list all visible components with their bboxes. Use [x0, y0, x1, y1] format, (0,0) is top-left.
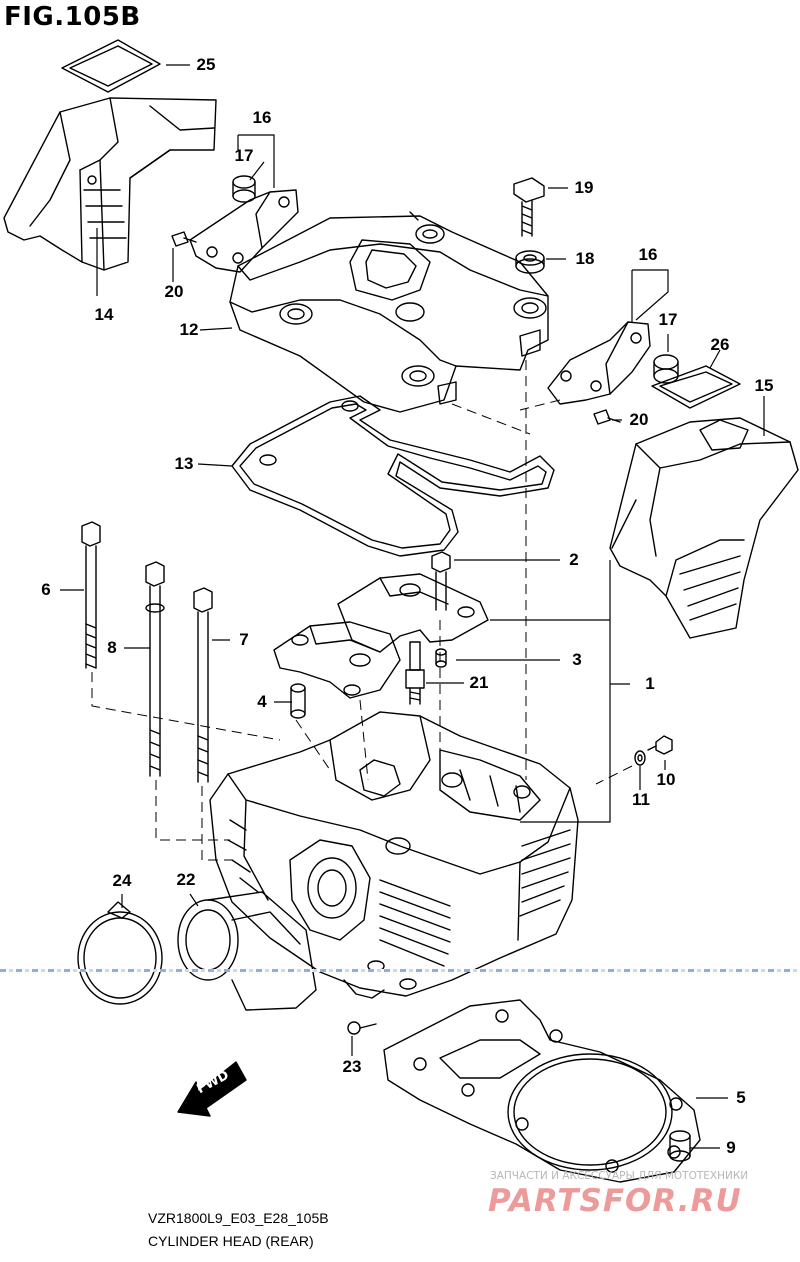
part-26-cover-seal — [651, 365, 741, 409]
part-1-camshaft-holder — [273, 573, 489, 699]
part-14-side-cover-left — [3, 97, 217, 271]
callout-26: 26 — [710, 335, 730, 354]
part-10-bolt — [647, 735, 673, 755]
leader-lines — [60, 64, 765, 1149]
part-9-dowel — [669, 1130, 691, 1162]
callout-14: 14 — [94, 305, 114, 324]
callout-23: 23 — [342, 1057, 362, 1076]
part-19-bolt — [513, 177, 545, 237]
model-code: VZR1800L9_E03_E28_105B — [148, 1210, 329, 1226]
callout-16: 16 — [252, 108, 272, 127]
callout-21: 21 — [469, 673, 489, 692]
part-18-washer — [515, 250, 545, 274]
callout-25: 25 — [196, 55, 216, 74]
callout-13: 13 — [174, 454, 194, 473]
part-23-screw — [347, 1021, 377, 1035]
callout-17: 17 — [234, 146, 254, 165]
fwd-arrow-icon — [177, 1061, 247, 1117]
part-8-bolt-with-washer — [145, 561, 165, 777]
callout-8: 8 — [107, 638, 117, 657]
part-20-bolt-left — [171, 231, 197, 247]
part-17-damper-left — [232, 175, 256, 203]
watermark-tagline: ЗАПЧАСТИ И АКСЕССУАРЫ ДЛЯ МОТОТЕХНИКИ — [490, 1170, 749, 1182]
cylinder-head-body — [209, 711, 579, 999]
part-21-spark-plug — [405, 641, 425, 705]
part-25-cover-seal — [61, 39, 161, 93]
part-15-side-cover-right — [609, 417, 799, 639]
callout-6: 6 — [41, 580, 51, 599]
callout-15: 15 — [754, 376, 774, 395]
part-16-bracket-right — [547, 321, 651, 405]
callout-3: 3 — [572, 650, 582, 669]
callout-5: 5 — [736, 1088, 746, 1107]
part-13-cover-gasket — [231, 395, 555, 557]
callout-17: 17 — [658, 310, 678, 329]
callout-1: 1 — [645, 674, 655, 693]
part-24-clamp — [77, 901, 163, 1005]
part-3-dowel-pin — [435, 648, 447, 668]
part-16-bracket-left — [189, 189, 299, 273]
callout-20: 20 — [164, 282, 184, 301]
callout-11: 11 — [632, 790, 650, 809]
callout-22: 22 — [176, 870, 196, 889]
part-5-head-gasket — [383, 999, 701, 1183]
callout-19: 19 — [574, 178, 594, 197]
callout-9: 9 — [726, 1138, 736, 1157]
callout-10: 10 — [656, 770, 676, 789]
part-17-damper-right — [653, 354, 679, 384]
callout-2: 2 — [569, 550, 579, 569]
callout-4: 4 — [257, 692, 267, 711]
part-6-long-bolt — [81, 521, 101, 669]
callout-12: 12 — [179, 320, 199, 339]
scan-tear-line — [0, 969, 800, 972]
alignment-lines — [91, 360, 633, 861]
part-4-dowel — [290, 683, 306, 719]
callout-20: 20 — [629, 410, 649, 429]
part-7-bolt — [193, 587, 213, 783]
part-20-bolt-right — [593, 409, 621, 425]
callout-18: 18 — [575, 249, 595, 268]
part-11-washer — [634, 750, 646, 766]
callout-24: 24 — [112, 871, 132, 890]
callout-7: 7 — [239, 630, 249, 649]
callout-16: 16 — [638, 245, 658, 264]
figure-caption: CYLINDER HEAD (REAR) — [148, 1233, 314, 1249]
watermark-logo: PARTSFOR.RU — [488, 1183, 742, 1219]
part-22-intake-pipe — [177, 891, 317, 1011]
figure-title: FIG.105B — [4, 2, 141, 32]
part-12-head-cover — [229, 211, 549, 413]
